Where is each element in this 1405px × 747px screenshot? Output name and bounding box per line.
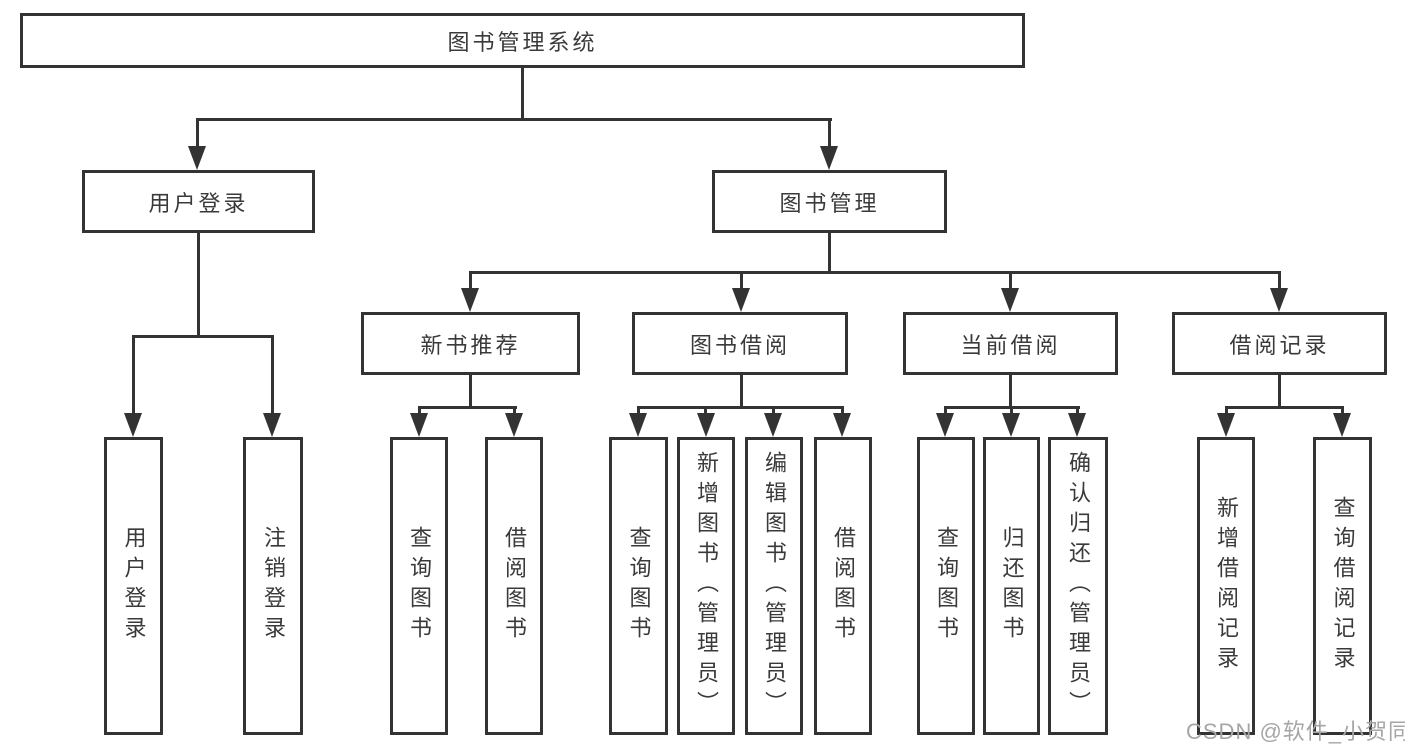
node-label: 编辑图书（管理员） [762, 451, 787, 721]
connector-line [197, 233, 200, 337]
arrowhead-down-icon [410, 413, 428, 437]
leaf-br-add-borrow-record: 新增借阅记录 [1197, 437, 1255, 735]
node-label: 图书管理 [779, 190, 880, 216]
node-label: 借阅记录 [1229, 332, 1330, 358]
arrowhead-down-icon [697, 413, 715, 437]
arrowhead-down-icon [263, 413, 281, 437]
connector-line [1225, 406, 1344, 409]
connector-line [469, 375, 472, 408]
leaf-cb-return-books: 归还图书 [983, 437, 1040, 735]
connector-line [828, 233, 831, 273]
arrowhead-down-icon [124, 413, 142, 437]
arrowhead-down-icon [764, 413, 782, 437]
leaf-bb-edit-books-admin: 编辑图书（管理员） [745, 437, 803, 735]
node-label: 用户登录 [148, 190, 249, 216]
connector-line [944, 406, 947, 419]
node-book-management: 图书管理 [712, 170, 947, 233]
leaf-br-query-borrow-record: 查询借阅记录 [1313, 437, 1372, 735]
connector-line [740, 375, 743, 408]
connector-line [1009, 375, 1012, 408]
csdn-watermark: CSDN @软件_小贺同学 [1186, 719, 1405, 744]
node-label: 确认归还（管理员） [1066, 451, 1091, 721]
node-new-book-recommendation: 新书推荐 [361, 312, 580, 375]
node-user-login: 用户登录 [82, 170, 315, 233]
node-label: 当前借阅 [960, 332, 1061, 358]
connector-line [637, 406, 844, 409]
connector-line [1278, 271, 1281, 292]
connector-line [513, 406, 516, 419]
connector-line [469, 271, 472, 292]
arrowhead-down-icon [461, 288, 479, 312]
arrowhead-down-icon [188, 146, 206, 170]
leaf-bb-query-books: 查询图书 [609, 437, 668, 735]
connector-line [132, 335, 274, 338]
node-label: 归还图书 [999, 526, 1025, 646]
connector-line [828, 118, 831, 152]
arrowhead-down-icon [1333, 413, 1351, 437]
connector-line [521, 68, 524, 120]
connector-line [740, 271, 743, 292]
leaf-logout-login: 注销登录 [243, 437, 303, 735]
node-label: 用户登录 [121, 526, 147, 646]
connector-line [132, 335, 135, 417]
arrowhead-down-icon [732, 288, 750, 312]
leaf-bb-borrow-books: 借阅图书 [814, 437, 872, 735]
arrowhead-down-icon [1068, 413, 1086, 437]
connector-line [418, 406, 517, 409]
leaf-cb-query-books: 查询图书 [917, 437, 975, 735]
node-book-borrowing: 图书借阅 [632, 312, 848, 375]
node-label: 查询借阅记录 [1330, 496, 1356, 676]
node-label: 新增借阅记录 [1214, 496, 1239, 676]
node-current-borrowing: 当前借阅 [903, 312, 1118, 375]
node-label: 查询图书 [934, 526, 959, 646]
node-label: 借阅图书 [831, 526, 856, 646]
node-label: 借阅图书 [502, 526, 527, 646]
node-label: 图书借阅 [689, 332, 790, 358]
leaf-nb-borrow-books: 借阅图书 [485, 437, 543, 735]
node-label: 新增图书（管理员） [694, 451, 719, 721]
connector-line [196, 118, 832, 121]
leaf-cb-confirm-return-admin: 确认归还（管理员） [1048, 437, 1108, 735]
arrowhead-down-icon [505, 413, 523, 437]
connector-line [418, 406, 421, 419]
connector-line [772, 406, 775, 419]
arrowhead-down-icon [1001, 288, 1019, 312]
node-label: 查询图书 [626, 526, 652, 646]
arrowhead-down-icon [629, 413, 647, 437]
node-label: 新书推荐 [420, 332, 521, 358]
node-library-management-system: 图书管理系统 [20, 13, 1025, 68]
connector-line [1076, 406, 1079, 419]
node-label: 查询图书 [407, 526, 432, 646]
arrowhead-down-icon [820, 146, 838, 170]
node-label: 注销登录 [261, 526, 286, 646]
connector-line [469, 271, 1281, 274]
node-label: 图书管理系统 [447, 29, 598, 55]
node-borrowing-records: 借阅记录 [1172, 312, 1387, 375]
connector-line [637, 406, 640, 419]
arrowhead-down-icon [1002, 413, 1020, 437]
connector-line [1341, 406, 1344, 419]
arrowhead-down-icon [833, 413, 851, 437]
connector-line [704, 406, 707, 419]
connector-line [271, 335, 274, 417]
leaf-user-login: 用户登录 [104, 437, 163, 735]
connector-line [841, 406, 844, 419]
arrowhead-down-icon [936, 413, 954, 437]
connector-line [1010, 406, 1013, 419]
connector-line [196, 118, 199, 152]
connector-line [1225, 406, 1228, 419]
leaf-nb-query-books: 查询图书 [390, 437, 448, 735]
connector-line [1278, 375, 1281, 408]
arrowhead-down-icon [1217, 413, 1235, 437]
leaf-bb-add-books-admin: 新增图书（管理员） [677, 437, 735, 735]
arrowhead-down-icon [1270, 288, 1288, 312]
connector-line [1009, 271, 1012, 292]
